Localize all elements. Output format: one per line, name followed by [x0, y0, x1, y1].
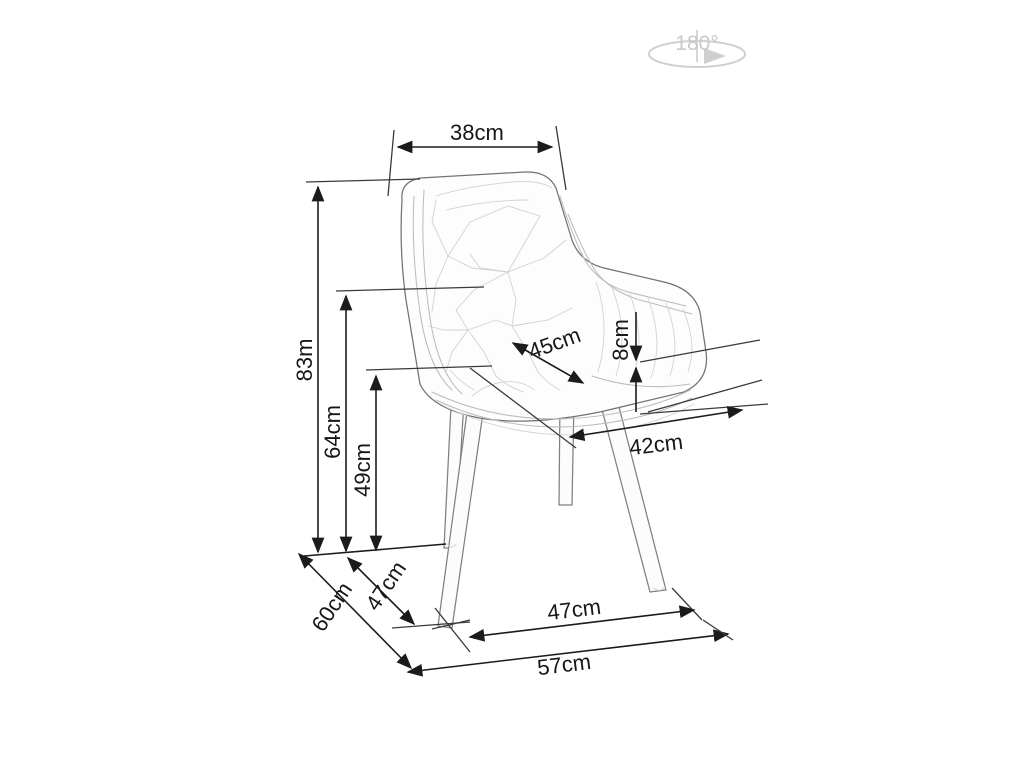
dimension-seat-depth	[511, 342, 585, 384]
dimension-width-ground	[406, 619, 734, 677]
chair-legs	[437, 384, 667, 629]
floor-edge-left	[431, 619, 471, 630]
label-width-top: 38cm	[450, 120, 504, 145]
rotate-180-icon	[648, 30, 746, 68]
label-height-arm: 49cm	[350, 443, 375, 497]
dimension-height-back	[335, 286, 485, 553]
dimension-height-arm	[365, 365, 493, 552]
label-height-total: 83m	[292, 339, 317, 382]
dimension-width-top	[387, 125, 567, 197]
rotation-label: 180°	[675, 32, 718, 55]
label-cushion: 8cm	[608, 319, 633, 361]
dimension-seat-width	[469, 367, 763, 449]
dimension-height-total	[305, 178, 421, 554]
label-height-back: 64cm	[320, 405, 345, 459]
